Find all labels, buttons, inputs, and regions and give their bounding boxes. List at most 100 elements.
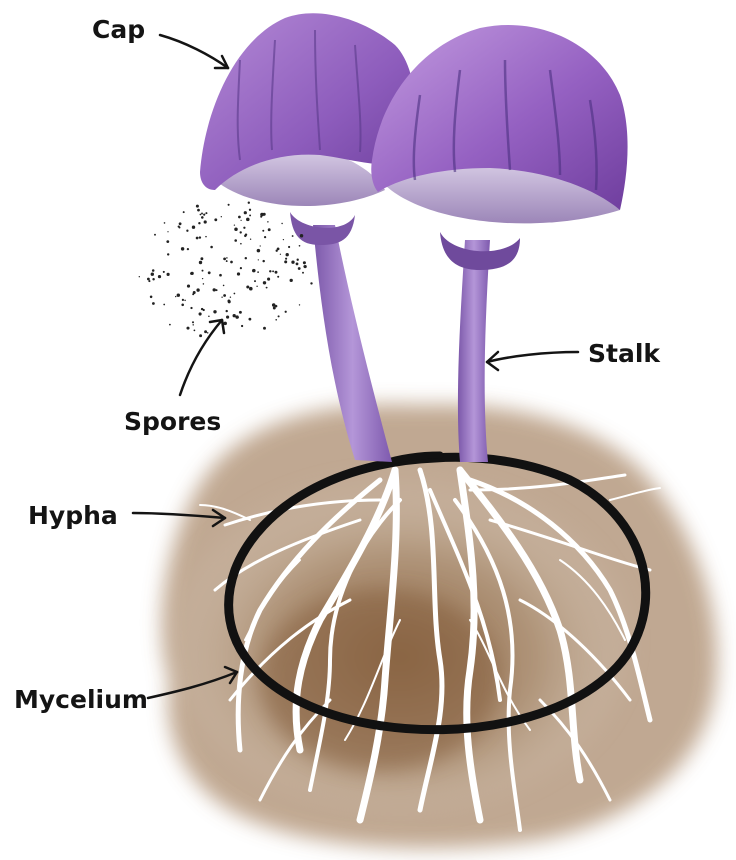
- soil-area: [162, 404, 717, 848]
- spore-dot: [204, 330, 207, 333]
- spore-dot: [300, 234, 304, 238]
- spores-cloud: [139, 202, 313, 338]
- spore-dot: [183, 211, 185, 213]
- spore-dot: [234, 228, 238, 232]
- spore-dot: [310, 282, 312, 284]
- spore-dot: [223, 285, 225, 287]
- spore-dot: [187, 285, 190, 288]
- spore-dot: [208, 271, 211, 274]
- spore-dot: [199, 261, 202, 264]
- spore-dot: [190, 272, 193, 275]
- spore-dot: [264, 236, 266, 238]
- spore-dot: [254, 280, 256, 282]
- spore-dot: [163, 304, 165, 306]
- spore-dot: [245, 257, 247, 259]
- spore-dot: [169, 324, 171, 326]
- spore-dot: [226, 316, 229, 319]
- spore-dot: [268, 228, 271, 231]
- label-stalk: Stalk: [588, 339, 661, 368]
- spore-dot: [213, 310, 216, 313]
- spore-dot: [151, 273, 154, 276]
- spore-dot: [240, 220, 241, 221]
- spore-dot: [152, 278, 154, 280]
- spore-dot: [241, 325, 243, 327]
- spore-dot: [228, 300, 231, 303]
- spore-dot: [284, 260, 287, 263]
- spore-dot: [167, 273, 170, 276]
- spore-dot: [302, 272, 304, 274]
- spore-dot: [298, 267, 301, 270]
- spore-dot: [285, 311, 287, 313]
- spore-dot: [219, 274, 222, 277]
- spore-dot: [240, 231, 242, 233]
- spore-dot: [192, 324, 193, 325]
- spore-dot: [179, 227, 181, 229]
- spore-dot: [249, 287, 253, 291]
- spore-dot: [299, 245, 301, 247]
- spore-dot: [292, 235, 294, 237]
- spore-dot: [244, 235, 246, 237]
- spore-dot: [196, 288, 199, 291]
- spore-dot: [181, 247, 184, 250]
- spore-dot: [215, 289, 217, 291]
- spore-dot: [304, 265, 307, 268]
- spore-dot: [186, 230, 188, 232]
- label-cap: Cap: [92, 15, 145, 44]
- spore-dot: [272, 270, 274, 272]
- spore-dot: [226, 310, 228, 312]
- spore-dot: [221, 297, 222, 298]
- spore-dot: [175, 296, 176, 297]
- spore-dot: [204, 220, 207, 223]
- spore-dot: [192, 226, 195, 229]
- spore-dot: [213, 288, 216, 291]
- spore-dot: [281, 223, 282, 224]
- spores-arrow: [180, 320, 222, 395]
- spore-dot: [230, 297, 231, 298]
- spore-dot: [244, 211, 247, 214]
- spore-dot: [203, 283, 205, 285]
- spore-dot: [166, 240, 169, 243]
- spore-dot: [266, 287, 268, 289]
- spore-dot: [299, 304, 300, 305]
- spore-dot: [303, 261, 306, 264]
- spore-dot: [158, 275, 161, 278]
- spore-dot: [205, 236, 207, 238]
- spore-dot: [197, 209, 200, 212]
- spore-dot: [164, 222, 166, 224]
- spore-dot: [256, 286, 257, 287]
- spore-dot: [203, 309, 205, 311]
- spore-dot: [262, 230, 264, 232]
- spore-dot: [243, 227, 245, 229]
- spore-dot: [228, 204, 230, 206]
- spore-dot: [182, 299, 184, 301]
- spore-dot: [193, 292, 195, 294]
- spore-dot: [205, 212, 207, 214]
- ring-left: [290, 212, 355, 245]
- spore-dot: [246, 285, 249, 288]
- spore-dot: [258, 259, 259, 260]
- label-hypha: Hypha: [28, 501, 118, 530]
- stalk-right: [458, 240, 490, 462]
- spore-dot: [238, 216, 241, 219]
- spore-dot: [285, 258, 287, 260]
- spore-dot: [181, 304, 184, 307]
- spore-dot: [262, 260, 264, 262]
- spore-dot: [203, 214, 205, 216]
- spore-dot: [237, 272, 240, 275]
- spore-dot: [297, 259, 299, 261]
- spore-dot: [190, 307, 192, 309]
- spore-dot: [223, 258, 226, 261]
- spore-dot: [200, 214, 202, 216]
- spore-dot: [283, 239, 284, 240]
- spore-dot: [199, 236, 201, 238]
- spore-dot: [249, 209, 251, 211]
- label-spores: Spores: [124, 407, 221, 436]
- spore-dot: [248, 202, 250, 204]
- spore-dot: [154, 234, 156, 236]
- spore-dot: [202, 270, 204, 272]
- spore-dot: [260, 245, 261, 246]
- spore-dot: [269, 270, 271, 272]
- spore-dot: [226, 260, 228, 262]
- spore-dot: [186, 327, 189, 330]
- spore-dot: [290, 279, 293, 282]
